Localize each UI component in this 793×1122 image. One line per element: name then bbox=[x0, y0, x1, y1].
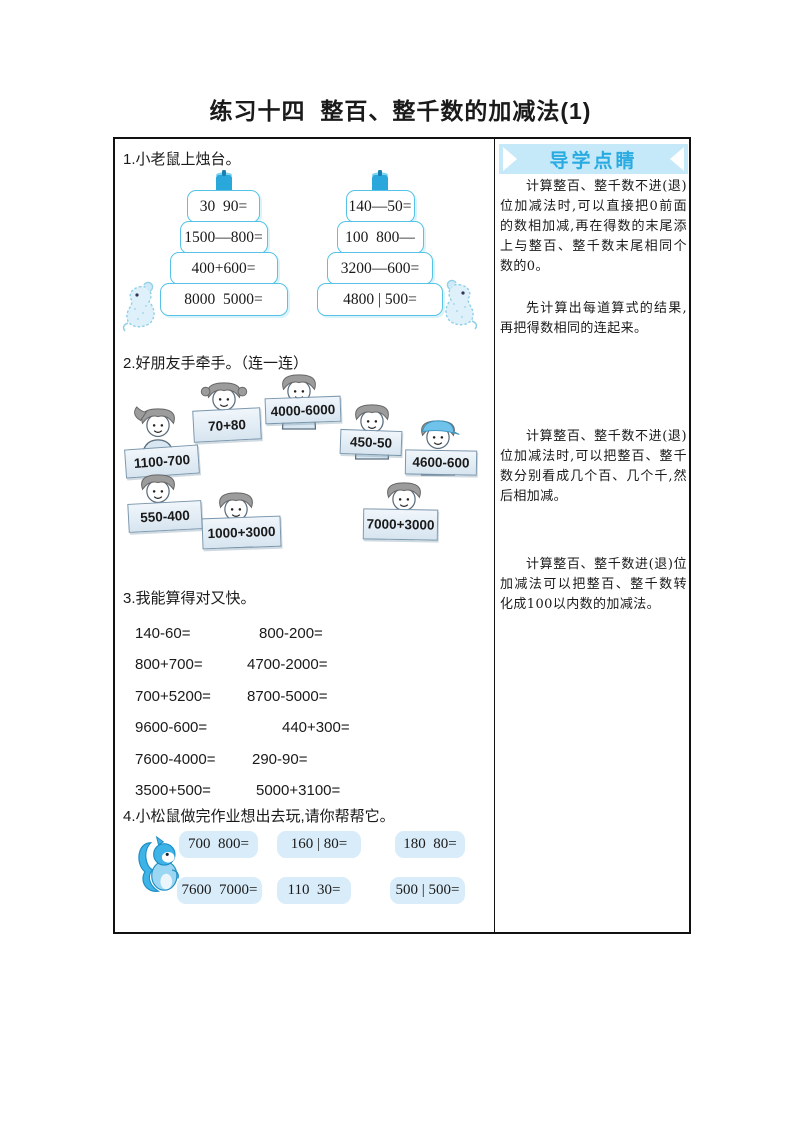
candle-pyramid-left: 30 90= 1500—800= 400+600= 8000 5000= bbox=[159, 170, 288, 316]
sidebar-banner-title: 导学点睛 bbox=[549, 150, 638, 172]
match-sign: 1000+3000 bbox=[201, 515, 282, 550]
section1-heading: 1.小老鼠上烛台。 bbox=[123, 151, 241, 168]
math-problem: 7600-4000= bbox=[135, 751, 216, 768]
page-title: 练习十四 整百、整千数的加减法(1) bbox=[209, 98, 592, 124]
pyramid-problem: 1500—800= bbox=[179, 221, 268, 254]
kid-figure bbox=[134, 406, 176, 464]
math-problem: 290-90= bbox=[252, 751, 308, 768]
mouse-icon bbox=[122, 281, 155, 332]
sidebar-tip: 计算整百、整千数进(退)位加减法可以把整百、整千数转化成100以内数的加减法。 bbox=[500, 557, 687, 612]
pyramid-problem: 400+600= bbox=[169, 252, 278, 285]
section3-heading: 3.我能算得对又快。 bbox=[123, 590, 256, 607]
pyramid-problem: 140—50= bbox=[345, 190, 415, 223]
sidebar-tip: 先计算出每道算式的结果,再把得数相同的连起来。 bbox=[500, 301, 687, 336]
candle-pyramid-right: 140—50= 100 800— 3200—600= 4800 | 500= bbox=[317, 170, 443, 316]
math-problem: 440+300= bbox=[282, 719, 350, 736]
match-sign: 450-50 bbox=[339, 428, 403, 457]
math-problem: 700+5200= bbox=[135, 688, 211, 705]
kid-figure bbox=[200, 382, 248, 438]
pyramid-problem: 8000 5000= bbox=[159, 283, 288, 316]
math-problem: 800-200= bbox=[259, 625, 323, 642]
math-problem: 9600-600= bbox=[135, 719, 208, 736]
pyramid-problem: 3200—600= bbox=[327, 252, 433, 285]
sidebar-banner: 导学点睛 bbox=[499, 144, 688, 174]
problem-card: 7600 7000= bbox=[177, 877, 262, 904]
math-problem: 8700-5000= bbox=[247, 688, 328, 705]
mouse-icon bbox=[445, 279, 478, 330]
pyramid-problem: 30 90= bbox=[187, 190, 260, 223]
problem-card: 110 30= bbox=[277, 877, 351, 904]
pyramid-problem: 4800 | 500= bbox=[317, 283, 443, 316]
match-sign: 550-400 bbox=[127, 500, 203, 533]
match-sign: 4000-6000 bbox=[264, 395, 342, 425]
pyramid-problem: 100 800— bbox=[336, 221, 424, 254]
squirrel-icon bbox=[138, 836, 179, 893]
match-sign: 7000+3000 bbox=[362, 508, 439, 541]
chevron-left-icon bbox=[670, 147, 684, 171]
kid-figure bbox=[420, 420, 460, 476]
problem-card: 180 80= bbox=[395, 831, 465, 858]
problem-card: 500 | 500= bbox=[390, 877, 465, 904]
problem-card: 700 800= bbox=[179, 831, 258, 858]
match-sign: 4600-600 bbox=[404, 449, 478, 476]
match-sign: 70+80 bbox=[192, 407, 262, 443]
problem-card: 160 | 80= bbox=[277, 831, 361, 858]
content-divider bbox=[494, 139, 495, 932]
sidebar-tip: 计算整百、整千数不进(退)位加减法时,可以直接把0前面的数相加减,再在得数的末尾… bbox=[500, 179, 687, 274]
section4-heading: 4.小松鼠做完作业想出去玩,请你帮帮它。 bbox=[123, 808, 395, 825]
sidebar-tip: 计算整百、整千数不进(退)位加减法时,可以把整百、整千数分别看成几个百、几个千,… bbox=[500, 429, 687, 504]
math-problem: 4700-2000= bbox=[247, 656, 328, 673]
chevron-right-icon bbox=[503, 147, 517, 171]
math-problem: 5000+3100= bbox=[256, 782, 341, 799]
math-problem: 800+700= bbox=[135, 656, 203, 673]
section2-heading: 2.好朋友手牵手。（连一连） bbox=[123, 355, 309, 372]
worksheet-frame: 1.小老鼠上烛台。 30 90= 1500—800= 400+600= 8000… bbox=[113, 137, 691, 934]
math-problem: 3500+500= bbox=[135, 782, 211, 799]
math-problem: 140-60= bbox=[135, 625, 191, 642]
